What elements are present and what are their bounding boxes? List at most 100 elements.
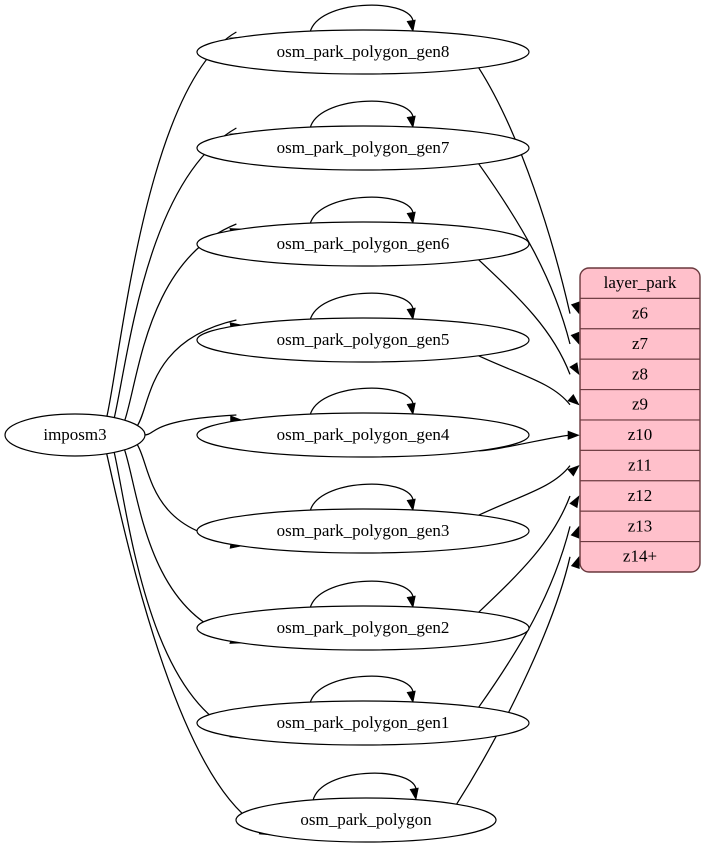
edge-path	[113, 451, 237, 734]
edge-imposm3-to-gen8	[106, 31, 243, 417]
node-base-label: osm_park_polygon	[300, 810, 432, 829]
arrowhead	[570, 556, 580, 569]
table-row-z14+[interactable]	[580, 541, 700, 572]
node-gen5[interactable]: osm_park_polygon_gen5	[196, 317, 530, 363]
table-row-z10[interactable]	[580, 419, 700, 451]
node-gen4-shape[interactable]	[196, 412, 530, 458]
self-loop-path	[309, 196, 414, 225]
edge-imposm3-to-gen2	[123, 449, 243, 644]
table-row-label-z7: z7	[632, 334, 649, 353]
self-loop-gen3	[309, 483, 416, 512]
arrowhead	[570, 301, 580, 315]
edge-path	[478, 355, 571, 406]
self-loop-path	[309, 675, 414, 704]
table-row-z12[interactable]	[580, 480, 700, 512]
node-gen8[interactable]: osm_park_polygon_gen8	[196, 29, 530, 75]
self-loop-arrowhead	[406, 595, 416, 609]
edge-path	[105, 453, 267, 831]
self-loop-arrowhead	[406, 690, 416, 704]
edge-imposm3-to-gen7	[113, 127, 243, 419]
edge-path	[123, 449, 237, 639]
node-base[interactable]: osm_park_polygon	[235, 797, 497, 843]
node-gen5-shape[interactable]	[196, 317, 530, 363]
self-loop-gen5	[309, 292, 416, 321]
edge-gen1-to-z13	[478, 525, 580, 708]
edge-base-to-z14+	[456, 556, 580, 805]
arrowhead	[567, 393, 580, 406]
self-loop-gen4	[309, 387, 416, 416]
self-loop-arrowhead	[406, 115, 416, 129]
node-gen7-label: osm_park_polygon_gen7	[277, 138, 450, 157]
node-gen6[interactable]: osm_park_polygon_gen6	[196, 221, 530, 267]
self-loop-gen7	[309, 100, 416, 129]
edge-path	[478, 67, 571, 314]
edge-path	[478, 259, 571, 375]
table-row-label-z8: z8	[632, 364, 648, 383]
self-loop-path	[309, 100, 414, 129]
node-base-shape[interactable]	[235, 797, 497, 843]
table-row-label-z11: z11	[628, 456, 652, 475]
edge-path	[136, 319, 237, 427]
node-gen2-label: osm_park_polygon_gen2	[277, 618, 450, 637]
edge-imposm3-to-gen1	[113, 451, 243, 739]
node-gen3[interactable]: osm_park_polygon_gen3	[196, 508, 530, 554]
table-row-label-z13: z13	[628, 516, 653, 535]
node-gen3-label: osm_park_polygon_gen3	[277, 521, 450, 540]
node-gen8-shape[interactable]	[196, 29, 530, 75]
node-gen6-shape[interactable]	[196, 221, 530, 267]
self-loop-gen6	[309, 196, 416, 225]
self-loop-arrowhead	[406, 498, 416, 512]
node-gen1-shape[interactable]	[196, 700, 530, 746]
self-loop-path	[312, 772, 417, 801]
node-imposm3-label: imposm3	[43, 425, 106, 444]
edge-gen3-to-z11	[478, 465, 580, 516]
table-row-z9[interactable]	[580, 389, 700, 421]
node-gen4-label: osm_park_polygon_gen4	[277, 425, 450, 444]
node-gen6-label: osm_park_polygon_gen6	[277, 234, 450, 253]
edge-gen7-to-z7	[478, 163, 580, 345]
edge-path	[478, 526, 571, 708]
node-gen8-label: osm_park_polygon_gen8	[277, 42, 450, 61]
edge-path	[143, 414, 237, 436]
node-gen4[interactable]: osm_park_polygon_gen4	[196, 412, 530, 458]
edge-gen2-to-z12	[478, 495, 580, 613]
node-gen1[interactable]: osm_park_polygon_gen1	[196, 700, 530, 746]
node-gen7[interactable]: osm_park_polygon_gen7	[196, 125, 530, 171]
table-outline	[579, 267, 701, 573]
node-gen2[interactable]: osm_park_polygon_gen2	[196, 605, 530, 651]
table-row-z6[interactable]	[580, 297, 700, 330]
self-loop-path	[309, 4, 414, 33]
self-loop-arrowhead	[406, 307, 416, 321]
node-gen1-label: osm_park_polygon_gen1	[277, 713, 450, 732]
self-loop-base	[312, 772, 419, 801]
edge-path	[478, 495, 571, 613]
self-loop-gen1	[309, 675, 416, 704]
self-loop-path	[309, 292, 414, 321]
node-gen3-shape[interactable]	[196, 508, 530, 554]
edge-gen8-to-z6	[478, 67, 580, 315]
node-gen5-label: osm_park_polygon_gen5	[277, 330, 450, 349]
node-imposm3[interactable]: imposm3	[4, 413, 146, 457]
table-row-label-z12: z12	[628, 486, 653, 505]
table-header-label: layer_park	[604, 273, 677, 292]
edge-path	[106, 31, 237, 417]
node-gen7-shape[interactable]	[196, 125, 530, 171]
node-gen2-shape[interactable]	[196, 605, 530, 651]
table-row-label-z10: z10	[628, 425, 653, 444]
arrowhead	[567, 465, 580, 477]
table-row-label-z9: z9	[632, 395, 648, 414]
self-loop-arrowhead	[406, 402, 416, 416]
self-loop-gen8	[309, 4, 416, 33]
self-loop-arrowhead	[406, 19, 416, 33]
table-row-z8[interactable]	[580, 358, 700, 391]
node-imposm3-shape[interactable]	[4, 413, 146, 457]
self-loop-gen2	[309, 580, 416, 609]
table-row-label-z6: z6	[632, 304, 648, 323]
arrowhead	[569, 362, 580, 376]
arrowhead	[569, 495, 580, 509]
edge-path	[478, 465, 571, 516]
